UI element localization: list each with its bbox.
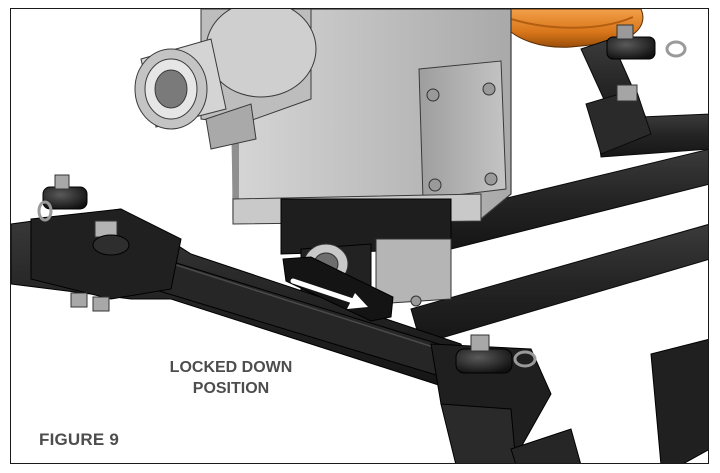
front-right-knob-leg bbox=[431, 335, 581, 464]
figure-label: FIGURE 9 bbox=[39, 430, 119, 450]
figure-frame: LOCKED DOWN POSITION FIGURE 9 bbox=[10, 8, 709, 464]
position-caption: LOCKED DOWN POSITION bbox=[146, 357, 316, 399]
caption-line-2: POSITION bbox=[146, 378, 316, 399]
gearbox-stand-illustration bbox=[11, 9, 709, 464]
right-foot bbox=[651, 339, 709, 464]
left-knob-bracket bbox=[31, 175, 181, 311]
caption-line-1: LOCKED DOWN bbox=[146, 357, 316, 378]
